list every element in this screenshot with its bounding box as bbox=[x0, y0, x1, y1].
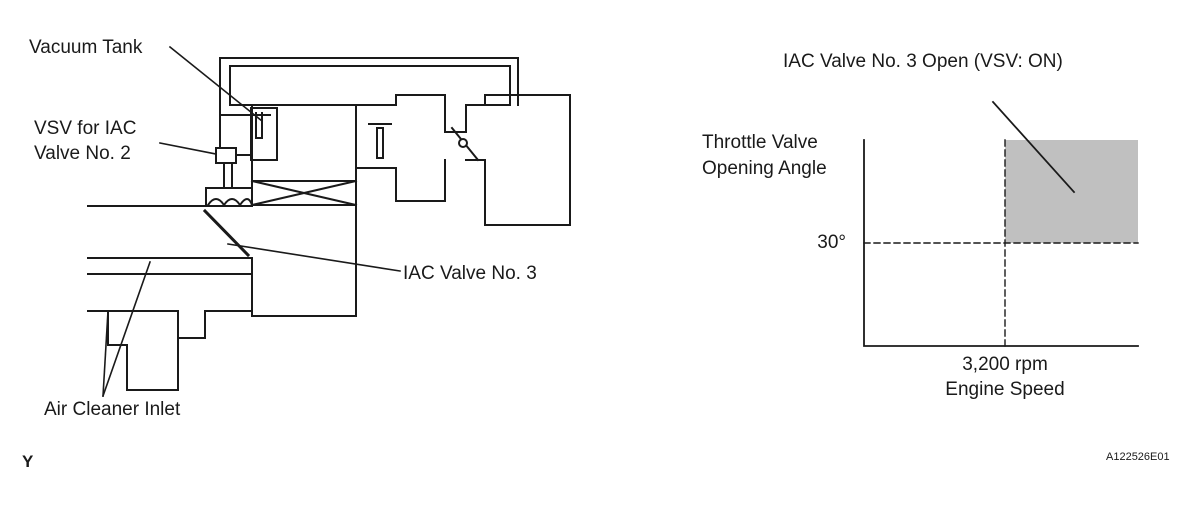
iac-valve-no3-leader bbox=[228, 244, 400, 271]
vsv-label-line2: Valve No. 2 bbox=[34, 143, 131, 164]
air-inlet-leader-b bbox=[103, 262, 150, 396]
intake-chamber bbox=[252, 105, 356, 316]
x-threshold-label: 3,200 rpm bbox=[962, 354, 1048, 375]
y-axis-label-line1: Throttle Valve bbox=[702, 132, 818, 153]
corner-letter: Y bbox=[22, 452, 34, 471]
throttle-body bbox=[356, 95, 570, 225]
y-threshold-label: 30° bbox=[817, 232, 846, 253]
iac-valve-no3-plate bbox=[205, 211, 248, 255]
x-axis-label: Engine Speed bbox=[945, 379, 1065, 400]
vsv-leader bbox=[160, 143, 216, 154]
air-cleaner-inlet-label: Air Cleaner Inlet bbox=[44, 399, 181, 420]
figure-id: A122526E01 bbox=[1106, 451, 1170, 463]
vacuum-hose bbox=[220, 58, 518, 148]
intake-pipe bbox=[88, 206, 252, 390]
callout-label: IAC Valve No. 3 Open (VSV: ON) bbox=[783, 51, 1063, 72]
iac-valve-no3-label: IAC Valve No. 3 bbox=[403, 263, 537, 284]
air-inlet-leader-a bbox=[103, 311, 108, 396]
vsv-icon bbox=[216, 148, 251, 188]
iac-valve-no2-icon bbox=[206, 188, 252, 206]
vacuum-tank-label: Vacuum Tank bbox=[29, 37, 143, 58]
vacuum-tank-leader bbox=[170, 47, 262, 121]
vsv-label-line1: VSV for IAC bbox=[34, 118, 137, 139]
callout-leader bbox=[993, 102, 1074, 192]
open-region bbox=[1005, 140, 1138, 243]
y-axis-label-line2: Opening Angle bbox=[702, 158, 827, 179]
graph-axes bbox=[864, 140, 1138, 346]
